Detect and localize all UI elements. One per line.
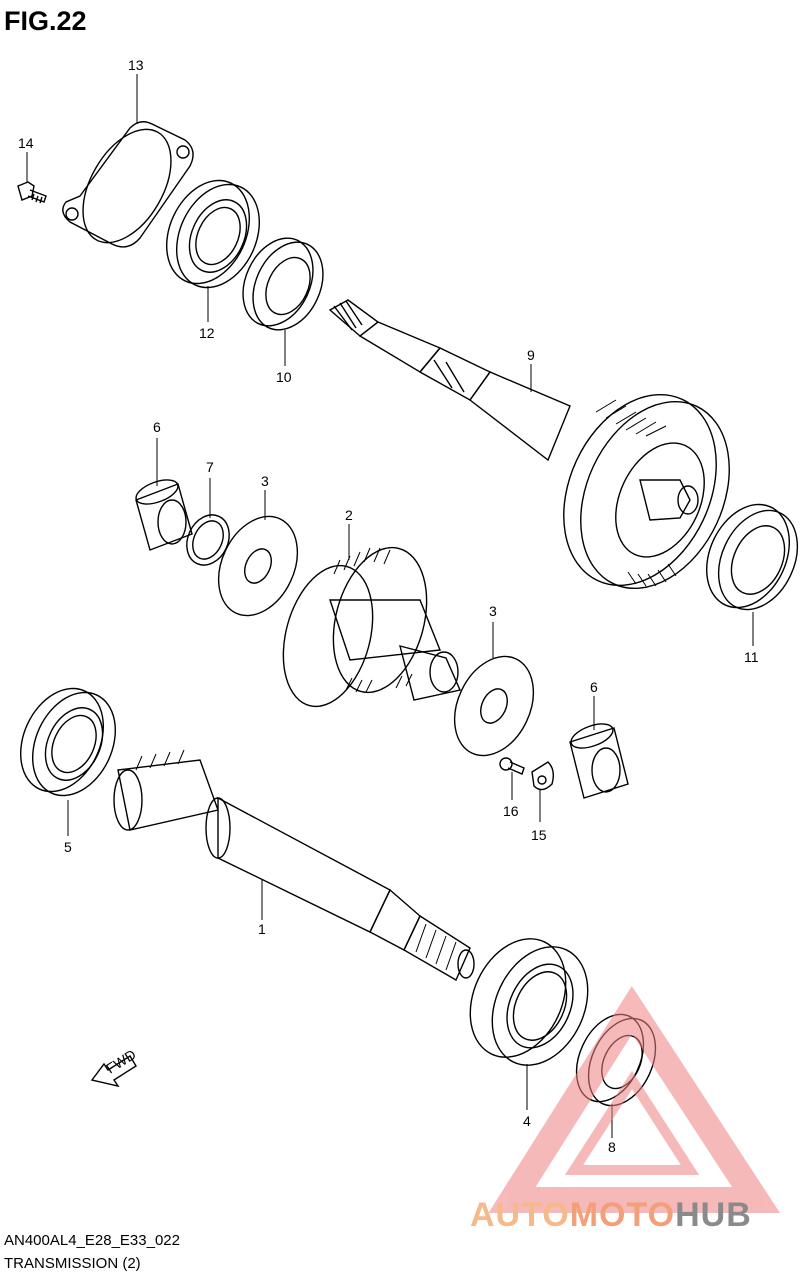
watermark-text: AUTOMOTOHUB xyxy=(470,1196,752,1235)
callout-3-lower: 3 xyxy=(489,603,497,619)
part-14-screw xyxy=(17,181,47,204)
part-10-bearing xyxy=(242,237,324,331)
part-13-gasket xyxy=(62,121,194,248)
diagram-subtitle: TRANSMISSION (2) xyxy=(4,1255,141,1272)
callout-9: 9 xyxy=(527,347,535,363)
watermark-logo-triangle xyxy=(488,985,781,1213)
callout-labels: 13 14 12 10 9 6 7 3 2 11 3 6 5 16 15 1 4… xyxy=(18,57,759,1155)
part-11-bearing xyxy=(705,503,799,611)
callout-15: 15 xyxy=(531,827,547,843)
watermark-auto: AUTO xyxy=(470,1196,570,1234)
callout-6-lower: 6 xyxy=(590,679,598,695)
callout-14: 14 xyxy=(18,135,34,151)
part-6-needle-bearing-lower xyxy=(569,723,629,799)
callout-8: 8 xyxy=(608,1139,616,1155)
part-6-needle-bearing-top xyxy=(135,479,193,551)
part-15-lock-washer xyxy=(531,761,555,791)
callout-2: 2 xyxy=(345,507,353,523)
figure-title: FIG.22 xyxy=(4,6,87,36)
callout-1: 1 xyxy=(258,921,266,937)
part-2-gear xyxy=(282,546,461,708)
callout-13: 13 xyxy=(128,57,144,73)
part-5-bearing xyxy=(19,687,117,797)
callout-16: 16 xyxy=(503,803,519,819)
callout-7: 7 xyxy=(206,459,214,475)
part-9-shaft xyxy=(328,299,730,590)
leader-lines xyxy=(26,74,754,1138)
callout-11: 11 xyxy=(744,649,759,665)
diagram-code: AN400AL4_E28_E33_022 xyxy=(4,1232,180,1249)
part-16-screw xyxy=(499,757,525,775)
callout-3-top: 3 xyxy=(261,473,269,489)
watermark-moto: MOTO xyxy=(569,1196,676,1234)
part-3-washer-lower xyxy=(453,655,535,757)
callout-4: 4 xyxy=(523,1113,531,1129)
part-12-bearing xyxy=(165,179,261,289)
callout-12: 12 xyxy=(199,325,215,341)
watermark-hub: HUB xyxy=(675,1196,752,1234)
callout-5: 5 xyxy=(64,839,72,855)
part-3-washer-top xyxy=(217,515,299,617)
part-1-shaft xyxy=(113,749,475,981)
callout-10: 10 xyxy=(276,369,292,385)
part-4-bearing xyxy=(469,938,589,1066)
fwd-arrow-icon: FWD xyxy=(90,1046,139,1088)
callout-6-top: 6 xyxy=(153,419,161,435)
